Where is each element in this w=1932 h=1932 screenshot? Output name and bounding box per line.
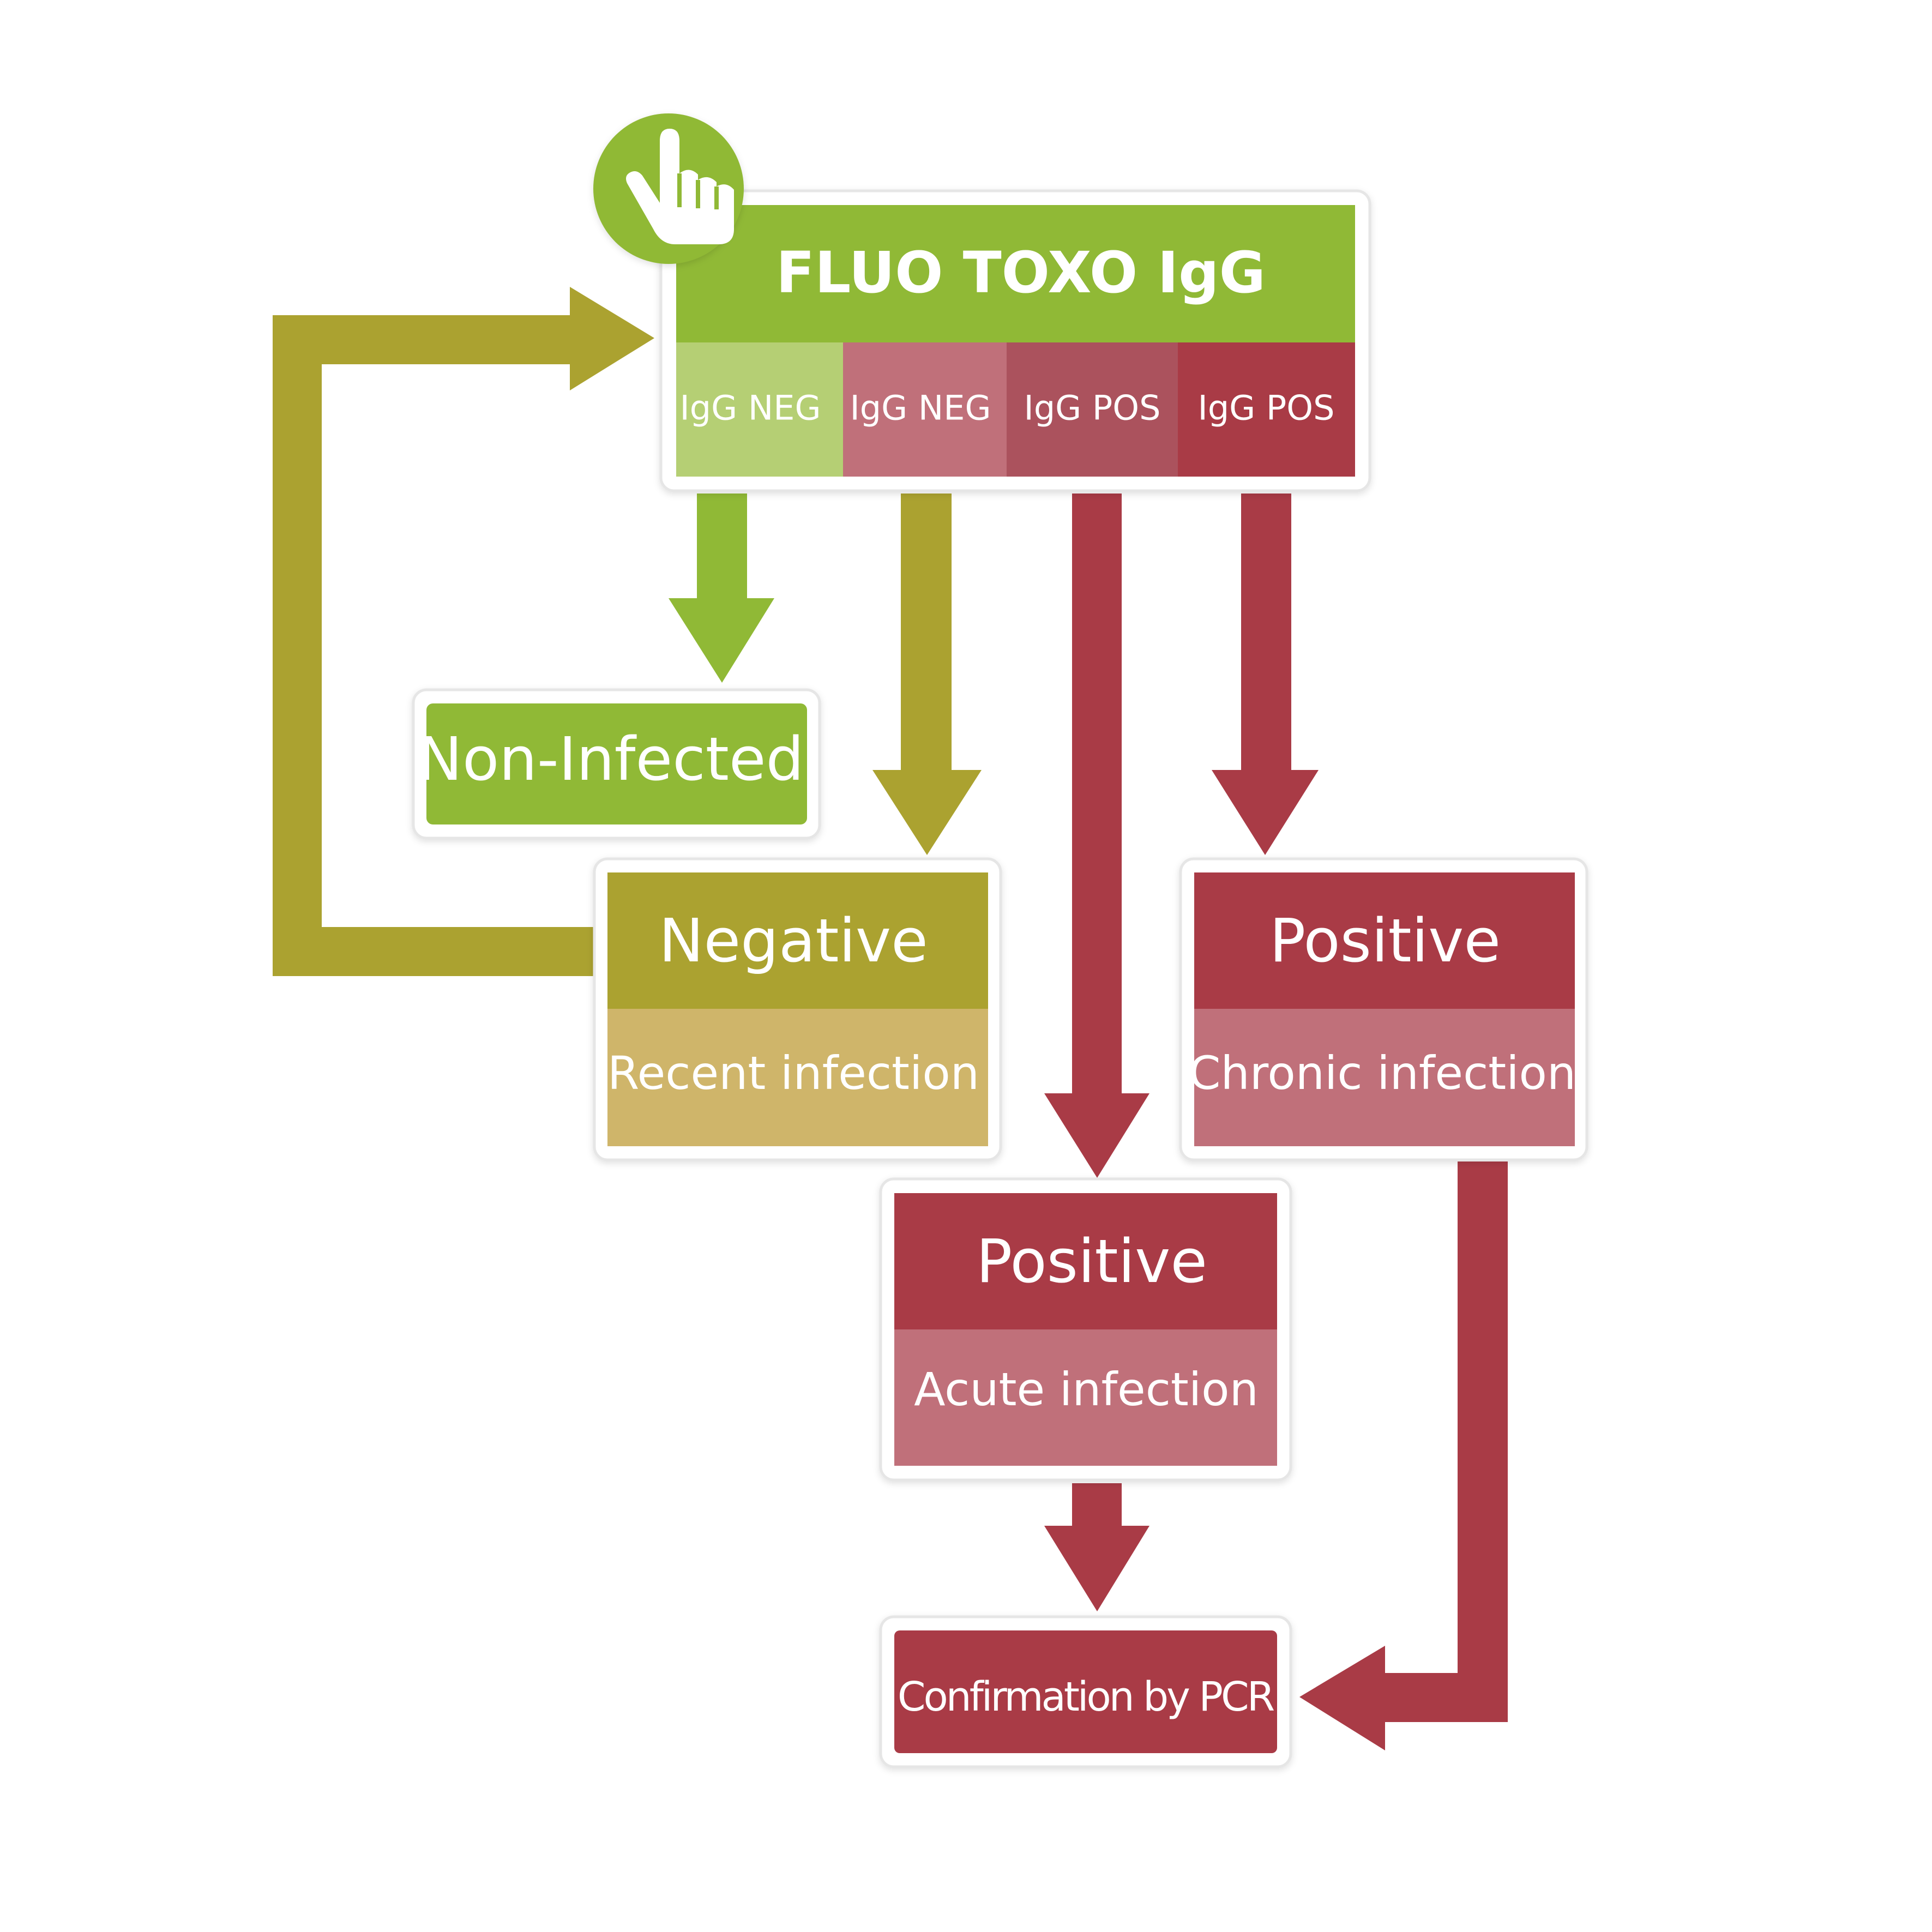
negative-body	[607, 1009, 988, 1146]
acute-body	[894, 1329, 1277, 1466]
chronic-card: Positive Chronic infection	[1179, 857, 1588, 1161]
result-label-pos-2: IgG POS	[1198, 388, 1335, 428]
non-infected-title: Non-Infected	[418, 724, 804, 794]
pcr-box	[894, 1630, 1277, 1753]
test-title: FLUO TOXO IgG	[776, 239, 1266, 306]
arrow-to-non-infected	[669, 493, 774, 683]
arrow-acute-to-pcr	[1044, 1483, 1149, 1611]
non-infected-card: Non-Infected	[412, 688, 821, 840]
chronic-header	[1194, 872, 1575, 1009]
pointing-hand-outline-icon	[677, 173, 719, 209]
chronic-title: Positive	[1269, 906, 1501, 976]
negative-title: Negative	[659, 906, 928, 976]
negative-card: Negative Recent infection	[593, 857, 1002, 1161]
pcr-title: Confirmation by PCR	[898, 1674, 1274, 1720]
arrows	[273, 287, 1508, 1750]
start-badge	[593, 113, 744, 264]
negative-header	[607, 872, 988, 1009]
result-cell-neg-1	[676, 342, 843, 477]
test-title-bar	[676, 205, 1355, 342]
result-cell-pos-1	[1007, 342, 1178, 477]
result-label-neg-1: IgG NEG	[680, 388, 821, 428]
non-infected-box	[426, 703, 807, 824]
test-card: FLUO TOXO IgG IgG NEG IgG NEG IgG POS Ig…	[659, 189, 1371, 492]
negative-subtitle: Recent infection	[607, 1046, 979, 1100]
loop-arrow-negative-to-test	[273, 287, 654, 976]
acute-subtitle: Acute infection	[914, 1363, 1259, 1416]
acute-title: Positive	[976, 1226, 1207, 1296]
arrow-to-chronic	[1212, 493, 1319, 855]
result-label-neg-2: IgG NEG	[850, 388, 991, 428]
arrow-to-negative	[872, 493, 982, 855]
result-cell-neg-2	[843, 342, 1007, 477]
chronic-body	[1194, 1009, 1575, 1146]
result-label-pos-1: IgG POS	[1024, 388, 1161, 428]
acute-card: Positive Acute infection	[879, 1177, 1292, 1482]
arrow-to-acute	[1044, 493, 1149, 1178]
arrow-chronic-to-pcr	[1299, 1161, 1508, 1750]
result-cell-pos-2	[1178, 342, 1355, 477]
acute-header	[894, 1193, 1277, 1329]
pcr-card: Confirmation by PCR	[879, 1615, 1292, 1768]
chronic-subtitle: Chronic infection	[1189, 1046, 1576, 1100]
